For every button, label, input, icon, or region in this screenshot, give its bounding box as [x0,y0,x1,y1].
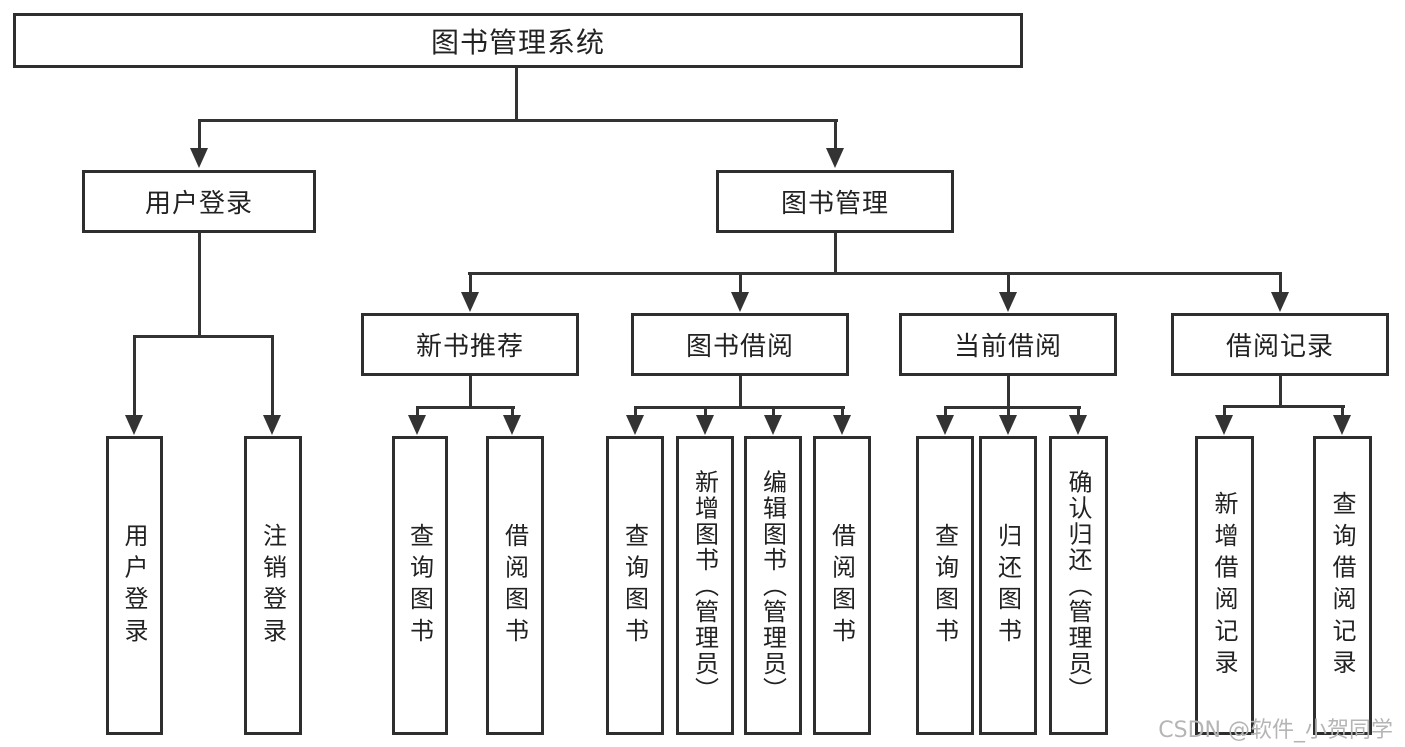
leaf-logout: 注销登录 [244,436,302,735]
node-user-login: 用户登录 [82,170,316,233]
leaf-query-books-1: 查询图书 [392,436,448,735]
arrow-to-leaf-borrow-books-2 [833,406,851,435]
leaf-return-book: 归还图书 [979,436,1037,735]
connector-new-book-bar [416,406,515,409]
connector-current-borrowing-stem [1007,376,1010,409]
arrow-to-new-book-recommend [461,272,479,312]
node-label: 图书管理系统 [430,25,605,59]
leaf-label: 编辑图书（管理员） [758,468,787,703]
node-label: 当前借阅 [953,332,1062,362]
arrow-to-leaf-logout [263,335,281,435]
node-library-management-system: 图书管理系统 [13,13,1023,68]
connector-book-management-stem [834,233,837,275]
arrow-to-leaf-add-book [696,406,714,435]
arrow-to-leaf-edit-book [764,406,782,435]
leaf-label: 查询借阅记录 [1328,490,1356,681]
leaf-label: 注销登录 [258,522,287,649]
connector-root-stem [515,68,518,122]
node-borrowing-records: 借阅记录 [1171,313,1389,376]
leaf-add-book-admin: 新增图书（管理员） [676,436,734,735]
leaf-query-books-2: 查询图书 [606,436,664,735]
node-book-borrowing: 图书借阅 [631,313,849,376]
leaf-label: 新增借阅记录 [1210,490,1238,681]
leaf-label: 归还图书 [993,522,1022,649]
leaf-label: 查询图书 [930,522,959,649]
arrow-to-leaf-query-books-2 [626,406,644,435]
leaf-add-borrow-record: 新增借阅记录 [1195,436,1254,735]
arrow-to-user-login [190,119,208,168]
connector-book-management-bar [468,272,1282,275]
arrow-to-leaf-confirm-return [1069,406,1087,435]
arrow-to-leaf-user-login [125,335,143,435]
node-label: 图书管理 [780,189,889,219]
node-label: 用户登录 [144,189,253,219]
leaf-borrow-books-2: 借阅图书 [813,436,871,735]
node-book-management: 图书管理 [716,170,954,233]
arrow-to-book-management [826,119,844,168]
arrow-to-leaf-add-record [1215,405,1233,435]
connector-borrowing-records-stem [1279,375,1282,408]
arrow-to-leaf-borrow-books-1 [503,406,521,435]
connector-root-bar [198,119,838,122]
connector-new-book-stem [469,376,472,409]
leaf-user-login: 用户登录 [106,436,163,735]
leaf-label: 借阅图书 [827,522,856,649]
node-label: 图书借阅 [685,332,794,362]
node-new-book-recommend: 新书推荐 [361,313,579,376]
connector-book-borrowing-bar [634,406,845,409]
leaf-label: 查询图书 [405,522,434,649]
leaf-label: 新增图书（管理员） [690,468,719,703]
leaf-borrow-books-1: 借阅图书 [486,436,544,735]
watermark: CSDN @软件_小贺同学 [1158,718,1393,743]
leaf-query-books-3: 查询图书 [916,436,974,735]
leaf-query-borrow-record: 查询借阅记录 [1313,436,1372,735]
leaf-label: 借阅图书 [500,522,529,649]
arrow-to-leaf-return-book [999,406,1017,435]
connector-current-borrowing-bar [944,406,1081,409]
node-label: 新书推荐 [415,332,524,362]
connector-user-login-stem [198,233,201,338]
arrow-to-current-borrowing [999,272,1017,312]
arrow-to-leaf-query-record [1333,405,1351,435]
arrow-to-book-borrowing [731,272,749,312]
leaf-confirm-return-admin: 确认归还（管理员） [1049,436,1108,735]
arrow-to-leaf-query-books-1 [408,406,426,435]
arrow-to-borrowing-records [1271,272,1289,312]
leaf-label: 查询图书 [620,522,649,649]
node-current-borrowing: 当前借阅 [899,313,1117,376]
leaf-label: 用户登录 [120,522,148,649]
arrow-to-leaf-query-books-3 [936,406,954,435]
connector-borrowing-records-bar [1223,405,1345,408]
node-label: 借阅记录 [1225,332,1334,362]
leaf-label: 确认归还（管理员） [1064,468,1092,703]
connector-user-login-bar [133,335,274,338]
connector-book-borrowing-stem [739,376,742,409]
leaf-edit-book-admin: 编辑图书（管理员） [744,436,802,735]
